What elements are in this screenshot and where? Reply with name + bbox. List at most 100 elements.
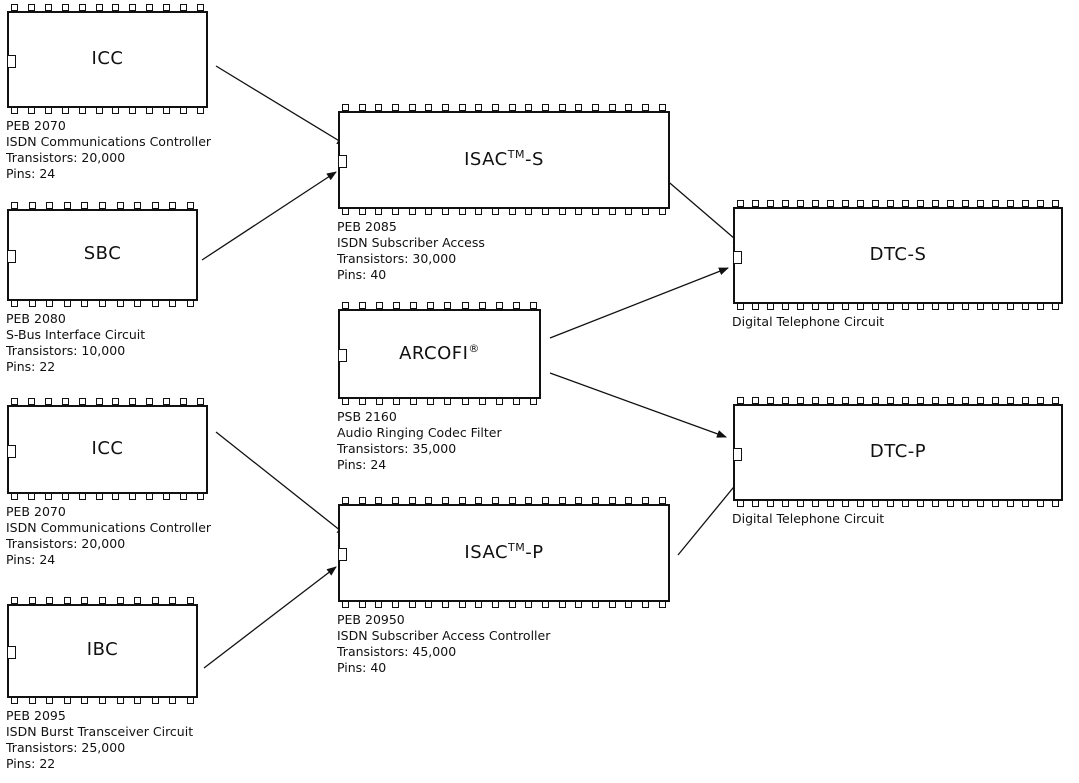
pin: [112, 107, 120, 114]
pin: [767, 200, 774, 207]
chip-body: SBC: [7, 209, 198, 301]
pin: [95, 398, 103, 405]
pin: [342, 601, 349, 608]
pin: [592, 208, 600, 215]
pin: [98, 300, 106, 307]
pin: [625, 104, 633, 111]
pin: [887, 397, 894, 404]
pin: [169, 597, 177, 604]
pin: [27, 107, 35, 114]
pin: [458, 601, 466, 608]
pin-one-notch: [7, 646, 16, 659]
pin: [98, 597, 106, 604]
caption-line: Transistors: 35,000: [337, 441, 457, 456]
pin: [812, 500, 819, 507]
caption-line: ISDN Communications Controller: [6, 520, 212, 535]
pin: [492, 104, 500, 111]
chip-caption-dtc-s: Digital Telephone Circuit: [732, 314, 884, 330]
pin: [529, 398, 537, 405]
pin: [508, 601, 516, 608]
caption-line: Digital Telephone Circuit: [732, 314, 885, 329]
pin: [375, 601, 383, 608]
pin: [95, 107, 103, 114]
pin: [529, 302, 537, 309]
pin: [525, 104, 533, 111]
pin-row-bottom: [737, 303, 1059, 311]
caption-line: Transistors: 10,000: [6, 343, 126, 358]
pin: [737, 500, 744, 507]
caption-line: Transistors: 20,000: [6, 536, 126, 551]
caption-line: PEB 2070: [6, 504, 66, 519]
caption-line: ISDN Burst Transceiver Circuit: [6, 724, 194, 739]
pin: [932, 500, 939, 507]
pin: [427, 398, 435, 405]
pin: [902, 500, 909, 507]
pin: [842, 303, 849, 310]
pin: [737, 397, 744, 404]
pin: [11, 202, 18, 209]
pin: [442, 104, 450, 111]
pin: [642, 497, 650, 504]
pin: [63, 202, 71, 209]
pin: [81, 697, 89, 704]
pin: [46, 597, 54, 604]
pin: [887, 200, 894, 207]
pin-one-notch: [338, 155, 347, 168]
caption-line: Pins: 22: [6, 359, 56, 374]
pin: [1052, 500, 1059, 507]
pin-one-notch: [338, 548, 347, 561]
pin: [442, 208, 450, 215]
pin-one-notch: [733, 447, 742, 461]
arrow-icc-2-to-isac-p: [215, 431, 347, 536]
pin: [78, 4, 86, 11]
pin: [180, 107, 188, 114]
pin: [558, 497, 566, 504]
pin: [947, 303, 954, 310]
pin: [458, 104, 466, 111]
pin: [542, 601, 550, 608]
pin: [917, 397, 924, 404]
pin-row-bottom: [342, 398, 537, 406]
pin: [512, 302, 520, 309]
pin: [1037, 200, 1044, 207]
pin: [558, 104, 566, 111]
pin: [475, 104, 483, 111]
pin-one-notch: [7, 444, 16, 458]
pin: [392, 601, 400, 608]
chip-name-suffix: -S: [524, 149, 544, 170]
pin: [1037, 500, 1044, 507]
pin: [180, 398, 188, 405]
pin: [812, 200, 819, 207]
pin: [112, 4, 120, 11]
pin: [887, 303, 894, 310]
pin-row-top: [737, 200, 1059, 208]
pin: [342, 104, 349, 111]
caption-line: Transistors: 30,000: [337, 251, 457, 266]
pin: [842, 200, 849, 207]
pin-one-notch: [7, 54, 16, 68]
pin-one-notch: [338, 349, 347, 362]
arrow-isac-s-to-dtc-s: [663, 177, 743, 246]
pin-one-notch: [733, 250, 742, 264]
chip-label: ISACTM-S: [340, 148, 668, 170]
pin: [61, 493, 69, 500]
pin-row-top: [342, 497, 666, 505]
pin: [977, 303, 984, 310]
pin: [44, 398, 52, 405]
pin: [475, 208, 483, 215]
pin: [410, 302, 418, 309]
pin: [358, 497, 366, 504]
pin: [475, 601, 483, 608]
pin: [812, 303, 819, 310]
pin: [151, 300, 159, 307]
pin: [1007, 303, 1014, 310]
pin-row-bottom: [11, 493, 204, 501]
arrow-sbc-to-isac-s: [201, 171, 337, 261]
chip-name-superscript: TM: [507, 148, 525, 161]
pin: [658, 208, 666, 215]
chip-label: ARCOFI®: [340, 342, 539, 364]
pin: [478, 398, 486, 405]
pin-row-bottom: [737, 500, 1059, 508]
